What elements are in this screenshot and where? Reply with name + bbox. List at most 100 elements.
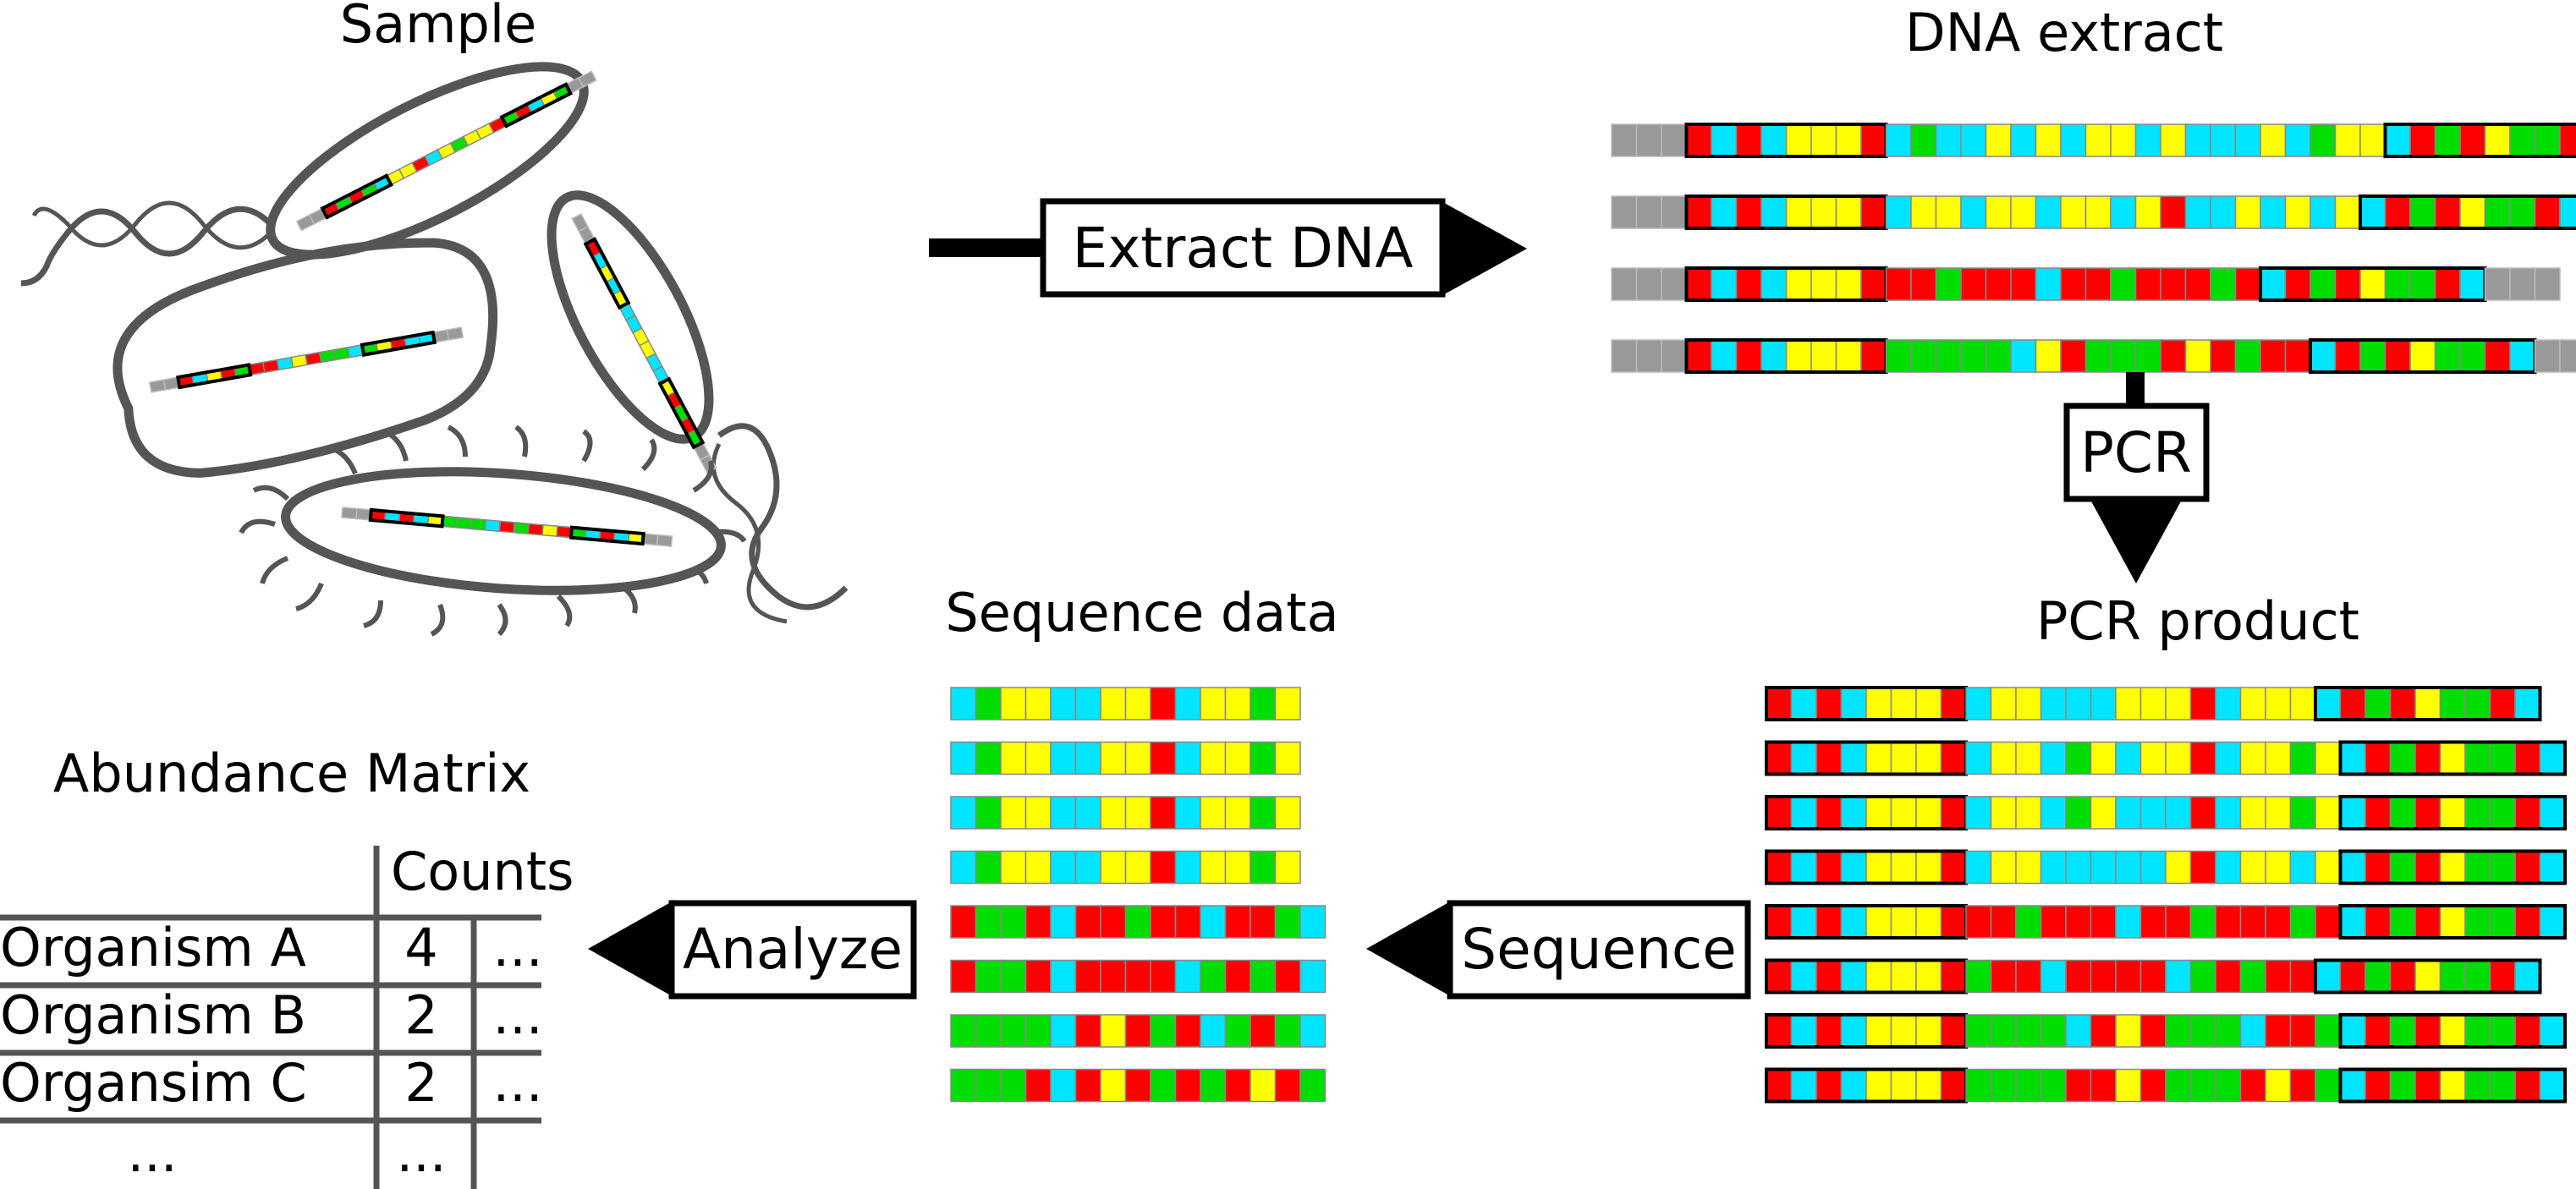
insert-cell xyxy=(2189,959,2216,994)
read-cell xyxy=(1024,796,1052,830)
insert-cell xyxy=(2239,959,2266,994)
strand-cell xyxy=(305,351,322,366)
insert-cell xyxy=(1960,267,1987,301)
primer-cell xyxy=(2514,850,2541,885)
primer-cell xyxy=(1865,796,1892,830)
primer-cell xyxy=(2539,741,2566,775)
insert-cell xyxy=(2315,905,2342,939)
insert-cell xyxy=(2165,741,2192,775)
read-cell xyxy=(1024,850,1052,885)
primer-cell xyxy=(1735,123,1762,157)
read-cell xyxy=(1150,687,1177,721)
insert-cell xyxy=(2115,687,2142,721)
insert-cell xyxy=(2265,850,2292,885)
reverse-primer-box xyxy=(2383,123,2576,158)
insert-cell xyxy=(2035,195,2062,229)
primer-cell xyxy=(2365,905,2392,939)
read-cell xyxy=(1074,796,1101,830)
primer-cell xyxy=(2414,1068,2441,1103)
primer-cell xyxy=(2464,905,2491,939)
primer-cell xyxy=(2434,195,2461,229)
insert-cell xyxy=(2115,1068,2142,1103)
primer-cell xyxy=(2439,1068,2466,1103)
primer-cell xyxy=(2389,905,2416,939)
primer-cell xyxy=(1766,1014,1793,1048)
primer-cell xyxy=(2489,850,2516,885)
primer-cell xyxy=(2409,195,2436,229)
primer-cell xyxy=(2464,850,2491,885)
primer-box xyxy=(176,363,253,390)
read-cell xyxy=(1200,796,1227,830)
primer-cell xyxy=(1865,741,1892,775)
insert-cell xyxy=(1960,195,1987,229)
flank-cell xyxy=(1611,339,1638,373)
insert-cell xyxy=(2160,267,2187,301)
insert-cell xyxy=(2239,1068,2266,1103)
read-cell xyxy=(1150,850,1177,885)
dna-extract-label: DNA extract xyxy=(1905,2,2223,63)
insert-cell xyxy=(2015,959,2042,994)
primer-box xyxy=(499,82,574,129)
insert-cell xyxy=(2160,123,2187,157)
insert-cell xyxy=(2115,1014,2142,1048)
insert-cell xyxy=(2184,267,2211,301)
primer-cell xyxy=(2459,123,2486,157)
flank-cell xyxy=(2559,339,2576,373)
bacterium-cell-right xyxy=(547,190,717,474)
insert-cell xyxy=(2184,195,2211,229)
read-cell xyxy=(1274,959,1301,994)
primer-cell xyxy=(2434,339,2461,373)
primer-cell xyxy=(2389,959,2416,994)
read-cell xyxy=(1074,741,1101,775)
extract-dna-step: Extract DNA xyxy=(929,198,1527,298)
insert-cell xyxy=(2115,741,2142,775)
read-cell xyxy=(1200,905,1227,939)
insert-cell xyxy=(1985,123,2012,157)
insert-cell xyxy=(2065,959,2092,994)
primer-cell xyxy=(1790,959,1817,994)
flank-cell xyxy=(1611,195,1638,229)
primer-cell xyxy=(2389,741,2416,775)
insert-cell xyxy=(2015,796,2042,830)
read-cell xyxy=(1000,796,1027,830)
primer-cell xyxy=(2489,959,2516,994)
read-cell xyxy=(1000,905,1027,939)
insert-cell xyxy=(2060,123,2087,157)
primer-cell xyxy=(1760,123,1788,157)
primer-box xyxy=(360,330,437,357)
insert-cell xyxy=(2115,905,2142,939)
insert-cell xyxy=(2065,1068,2092,1103)
primer-cell xyxy=(1915,796,1942,830)
read-cell xyxy=(1200,1068,1227,1103)
insert-cell xyxy=(2359,123,2387,157)
insert-cell xyxy=(2234,195,2261,229)
primer-cell xyxy=(2514,1068,2541,1103)
primer-cell xyxy=(2384,267,2411,301)
insert-cell xyxy=(2239,905,2266,939)
primer-cell xyxy=(2559,195,2576,229)
table-row-name: ... xyxy=(127,1122,177,1184)
read-cell xyxy=(1100,1068,1127,1103)
read-cell xyxy=(1050,1014,1077,1048)
read-cell xyxy=(1274,687,1301,721)
read-cell xyxy=(1124,1068,1151,1103)
primer-box xyxy=(657,376,706,450)
flagellum-top-left-2 xyxy=(31,200,272,250)
read-cell xyxy=(1224,1014,1251,1048)
primer-cell xyxy=(2439,796,2466,830)
read-cell xyxy=(1150,905,1177,939)
read-cell xyxy=(1174,1014,1201,1048)
primer-cell xyxy=(2339,1068,2366,1103)
read-cell xyxy=(1299,1068,1326,1103)
primer-cell xyxy=(2384,195,2411,229)
primer-cell xyxy=(1760,267,1788,301)
primer-cell xyxy=(1940,687,1967,721)
insert-cell xyxy=(2065,741,2092,775)
read-cell xyxy=(1174,1068,1201,1103)
flank-cell xyxy=(1661,123,1688,157)
primer-cell xyxy=(1865,687,1892,721)
flank-cell xyxy=(2534,339,2561,373)
primer-cell xyxy=(2409,339,2436,373)
primer-cell xyxy=(1785,195,1812,229)
